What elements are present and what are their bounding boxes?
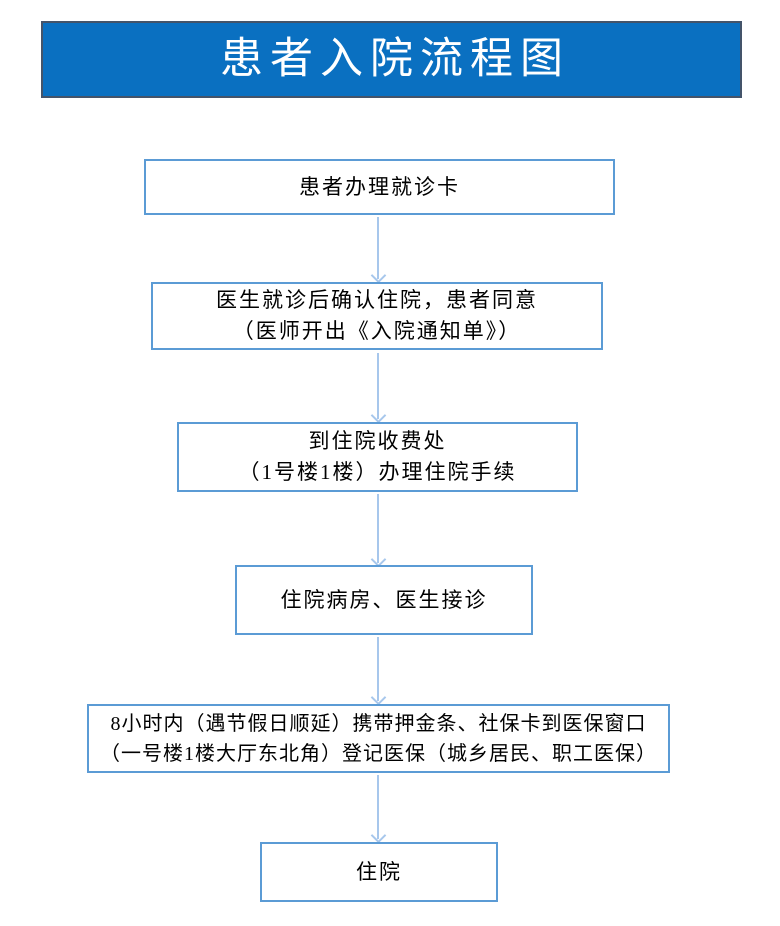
flow-node-label: 8小时内（遇节假日顺延）携带押金条、社保卡到医保窗口 <box>110 712 647 735</box>
flow-node-admission-fee-office: 到住院收费处 （1号楼1楼）办理住院手续 <box>177 422 578 492</box>
flow-node-ward-reception: 住院病房、医生接诊 <box>235 565 533 635</box>
flow-node-register-card: 患者办理就诊卡 <box>144 159 615 215</box>
flow-node-label: 患者办理就诊卡 <box>299 174 460 199</box>
flow-node-doctor-confirm: 医生就诊后确认住院，患者同意 （医师开出《入院通知单》） <box>151 282 603 350</box>
down-arrow-3 <box>377 494 379 563</box>
flow-node-label: （医师开出《入院通知单》） <box>232 319 522 343</box>
flow-node-hospitalized: 住院 <box>260 842 498 902</box>
flow-node-label: 住院 <box>356 859 402 884</box>
flow-node-label: （一号楼1楼大厅东北角）登记医保（城乡居民、职工医保） <box>100 742 657 765</box>
flow-node-label: （1号楼1楼）办理住院手续 <box>238 460 517 484</box>
flow-node-label: 到住院收费处 <box>308 429 447 453</box>
down-arrow-1 <box>377 217 379 279</box>
down-arrow-2 <box>377 353 379 419</box>
down-arrow-5 <box>377 775 379 839</box>
page-title: 患者入院流程图 <box>220 36 570 83</box>
flow-node-label: 住院病房、医生接诊 <box>280 587 488 612</box>
flow-node-insurance-registration: 8小时内（遇节假日顺延）携带押金条、社保卡到医保窗口 （一号楼1楼大厅东北角）登… <box>87 704 670 773</box>
flow-node-label: 医生就诊后确认住院，患者同意 <box>216 288 538 312</box>
title-banner: 患者入院流程图 <box>41 21 742 98</box>
down-arrow-4 <box>377 637 379 701</box>
